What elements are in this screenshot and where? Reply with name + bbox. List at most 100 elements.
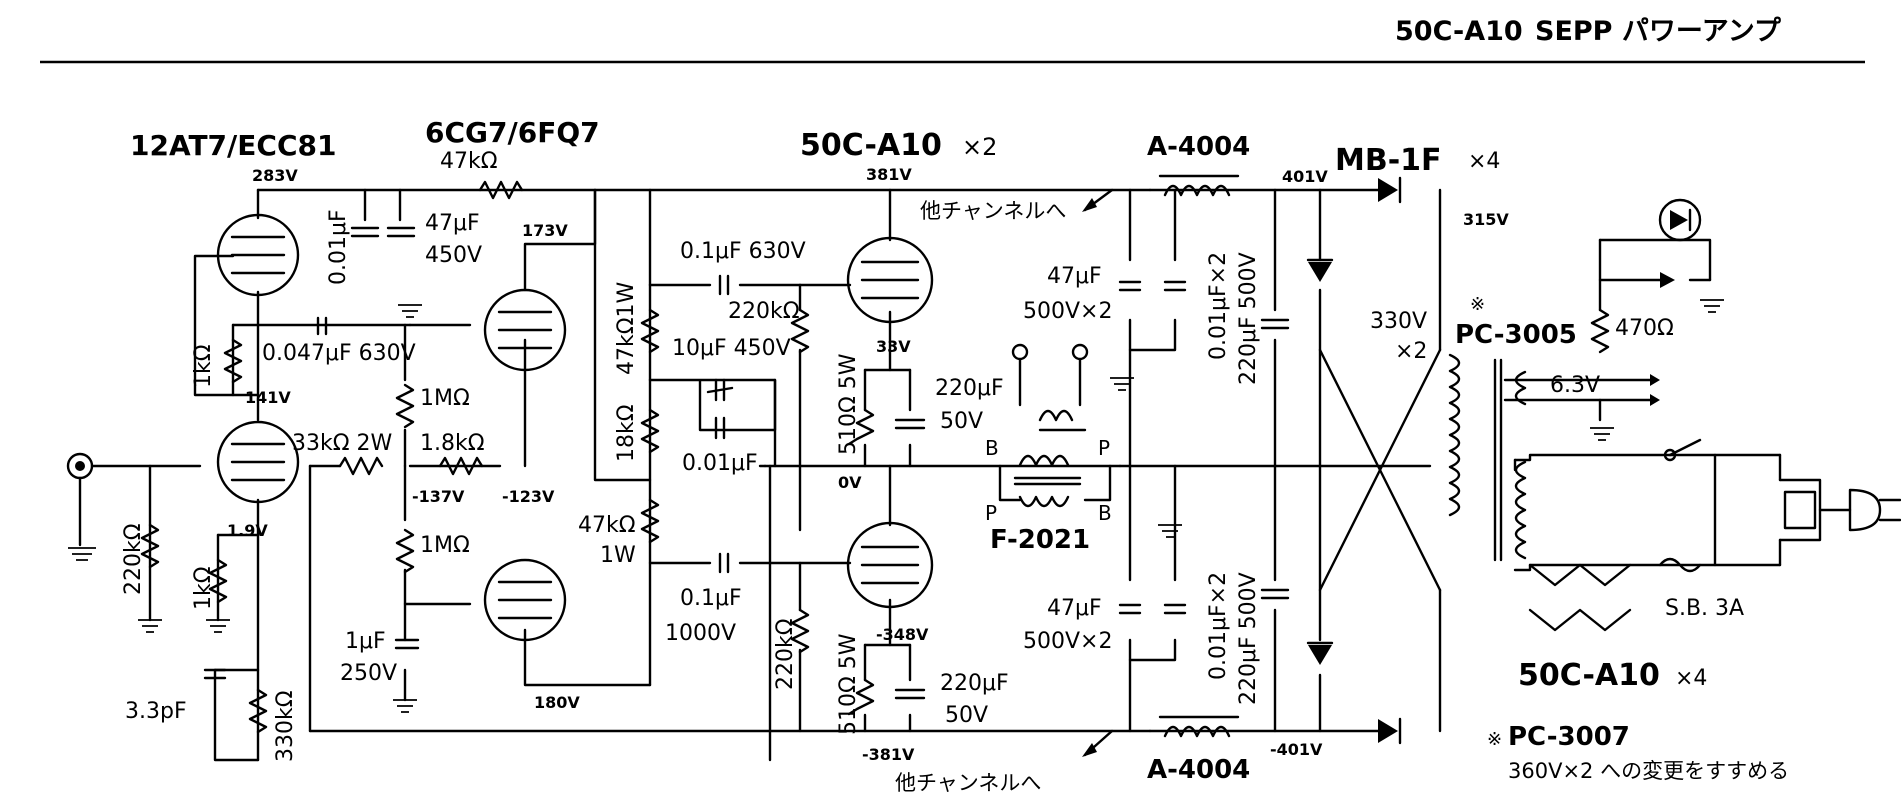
pilot-led — [1658, 198, 1702, 288]
label-c01-1000b: 1000V — [665, 621, 736, 646]
voltage-330-x2: ×2 — [1395, 339, 1427, 364]
tube-v3-qty: ×2 — [962, 133, 997, 161]
voltage-180: 180V — [534, 693, 580, 712]
tube-labels: 12AT7/ECC81 6CG7/6FQ7 50C-A10 ×2 MB-1F ×… — [130, 116, 1577, 785]
label-c47x2-b2: 500V×2 — [1023, 629, 1112, 654]
label-r47k-top: 47kΩ — [440, 149, 498, 174]
label-c220-50a1: 220μF — [935, 376, 1004, 401]
label-r33k: 33kΩ 2W — [292, 431, 393, 456]
voltage-0: 0V — [838, 473, 862, 492]
label-r330k: 330kΩ — [273, 690, 298, 762]
label-r220k-g1: 220kΩ — [728, 299, 800, 324]
tube-v2-upper — [483, 288, 567, 372]
label-c001x2-a: 0.01μF×2 — [1206, 252, 1231, 360]
note-alt-mark: ※ — [1487, 729, 1502, 750]
rectifier-diodes — [1306, 176, 1402, 745]
ac-inlet — [1658, 438, 1901, 573]
label-r47k1w-v: 47kΩ1W — [614, 281, 639, 375]
header-model: 50C-A10 — [1395, 16, 1523, 47]
component-labels: 47kΩ 0.01μF 47μF 450V 1kΩ 0.047μF 630V 1… — [121, 149, 1744, 762]
output-transformer-label: F-2021 — [990, 525, 1090, 555]
note-heater-string: 50C-A10 — [1518, 658, 1660, 693]
other-channel-arrows — [1082, 188, 1114, 757]
label-r510-a: 510Ω 5W — [836, 353, 861, 455]
voltage-labels: 283V 173V 141V 1.9V -137V -123V 180V 381… — [227, 165, 1600, 764]
power-transformer — [1448, 353, 1527, 562]
voltage-315: 315V — [1463, 210, 1509, 229]
label-c1u-b: 250V — [340, 661, 397, 686]
voltage-m123: -123V — [502, 487, 555, 506]
tube-v3-label: 50C-A10 — [800, 128, 942, 163]
tube-v3-upper — [846, 236, 934, 324]
output-transformer — [1011, 343, 1089, 508]
tube-v3-lower — [846, 521, 934, 609]
terminal-p1: P — [1098, 436, 1110, 460]
label-c47x2-b1: 47μF — [1047, 596, 1102, 621]
label-c220-50b1: 220μF — [940, 671, 1009, 696]
power-transformer-label: PC-3005 — [1455, 320, 1577, 350]
label-r1m-a: 1MΩ — [420, 386, 470, 411]
choke-bottom-label: A-4004 — [1147, 755, 1250, 785]
label-r220k-g2: 220kΩ — [773, 618, 798, 690]
voltage-283: 283V — [252, 166, 298, 185]
terminal-b1: B — [985, 436, 999, 460]
voltage-m137: -137V — [412, 487, 465, 506]
resistors — [140, 180, 1610, 734]
voltage-381: 381V — [866, 165, 912, 184]
label-c001: 0.01μF — [326, 209, 351, 285]
label-c01-630: 0.1μF 630V — [680, 239, 806, 264]
rectifier-qty: ×4 — [1468, 149, 1500, 174]
label-c01-1000a: 0.1μF — [680, 586, 742, 611]
tube-v1-upper — [216, 213, 300, 297]
label-c1u-a: 1μF — [345, 629, 386, 654]
label-c47-450a: 47μF — [425, 211, 480, 236]
label-r1k-fb: 1kΩ — [191, 344, 216, 388]
notes: 他チャンネルへ 他チャンネルへ 50C-A10 ×4 ※ PC-3007 360… — [895, 199, 1789, 795]
choke-top — [1158, 174, 1240, 197]
capacitors — [203, 226, 1290, 700]
heater-string — [1528, 563, 1632, 632]
input-jack — [66, 452, 94, 547]
heater-output-arrows — [1650, 374, 1660, 406]
label-c33p: 3.3pF — [125, 699, 187, 724]
label-r47k1w-b2: 1W — [600, 543, 636, 568]
voltage-330: 330V — [1370, 309, 1427, 334]
label-c47x2-a2: 500V×2 — [1023, 299, 1112, 324]
tube-v1-label: 12AT7/ECC81 — [130, 129, 336, 162]
voltage-m348: -348V — [876, 625, 929, 644]
label-r47k1w-b1: 47kΩ — [578, 513, 636, 538]
tube-v1-lower — [216, 420, 300, 504]
note-other-channel-bottom: 他チャンネルへ — [895, 771, 1041, 795]
label-r510-b: 510Ω 5W — [836, 633, 861, 735]
note-alt-model: PC-3007 — [1508, 722, 1630, 752]
voltage-33: 33V — [876, 337, 911, 356]
header-title: SEPP パワーアンプ — [1535, 16, 1782, 47]
voltage-1-9: 1.9V — [227, 521, 268, 540]
label-c001x2-b: 0.01μF×2 — [1206, 572, 1231, 680]
voltage-141: 141V — [245, 388, 291, 407]
label-r1k-k: 1kΩ — [191, 566, 216, 610]
voltage-401: 401V — [1282, 167, 1328, 186]
terminal-p2: P — [985, 501, 997, 525]
label-c10-450: 10μF 450V — [672, 336, 791, 361]
choke-top-label: A-4004 — [1147, 132, 1250, 162]
label-r1m-b: 1MΩ — [420, 533, 470, 558]
label-c220-500b: 220μF 500V — [1236, 572, 1261, 705]
note-alt-text: 360V×2 への変更をすすめる — [1508, 759, 1789, 783]
voltage-m381: -381V — [862, 745, 915, 764]
label-r470: 470Ω — [1615, 316, 1674, 341]
rectifier-label: MB-1F — [1335, 143, 1442, 178]
label-r18k: 18kΩ — [614, 404, 639, 462]
tube-v2-label: 6CG7/6FQ7 — [425, 116, 600, 149]
label-c47-450b: 450V — [425, 243, 482, 268]
choke-bottom — [1158, 715, 1240, 738]
voltage-173: 173V — [522, 221, 568, 240]
voltage-m401: -401V — [1270, 740, 1323, 759]
label-c47x2-a1: 47μF — [1047, 264, 1102, 289]
note-heater-qty: ×4 — [1675, 666, 1707, 691]
power-transformer-mark: ※ — [1470, 294, 1485, 315]
label-c001-g: 0.01μF — [682, 451, 758, 476]
label-c220-50a2: 50V — [940, 409, 983, 434]
label-r18: 1.8kΩ — [420, 431, 485, 456]
